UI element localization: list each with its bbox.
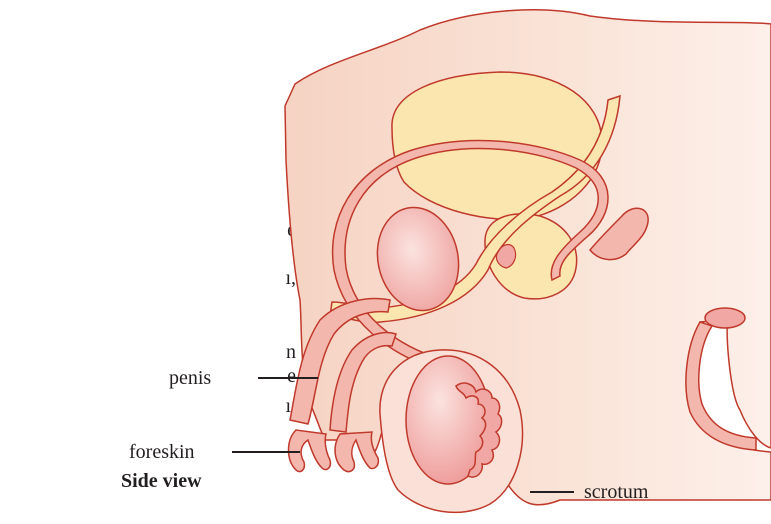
penis-label: penis — [169, 367, 211, 389]
rectum-opening — [705, 308, 745, 328]
foreskin-label: foreskin — [129, 441, 195, 463]
penis-tip-inner — [335, 432, 378, 472]
figure-caption: Side view — [121, 470, 202, 493]
foreskin-tip — [289, 430, 331, 472]
scrotum-label: scrotum — [584, 481, 648, 503]
